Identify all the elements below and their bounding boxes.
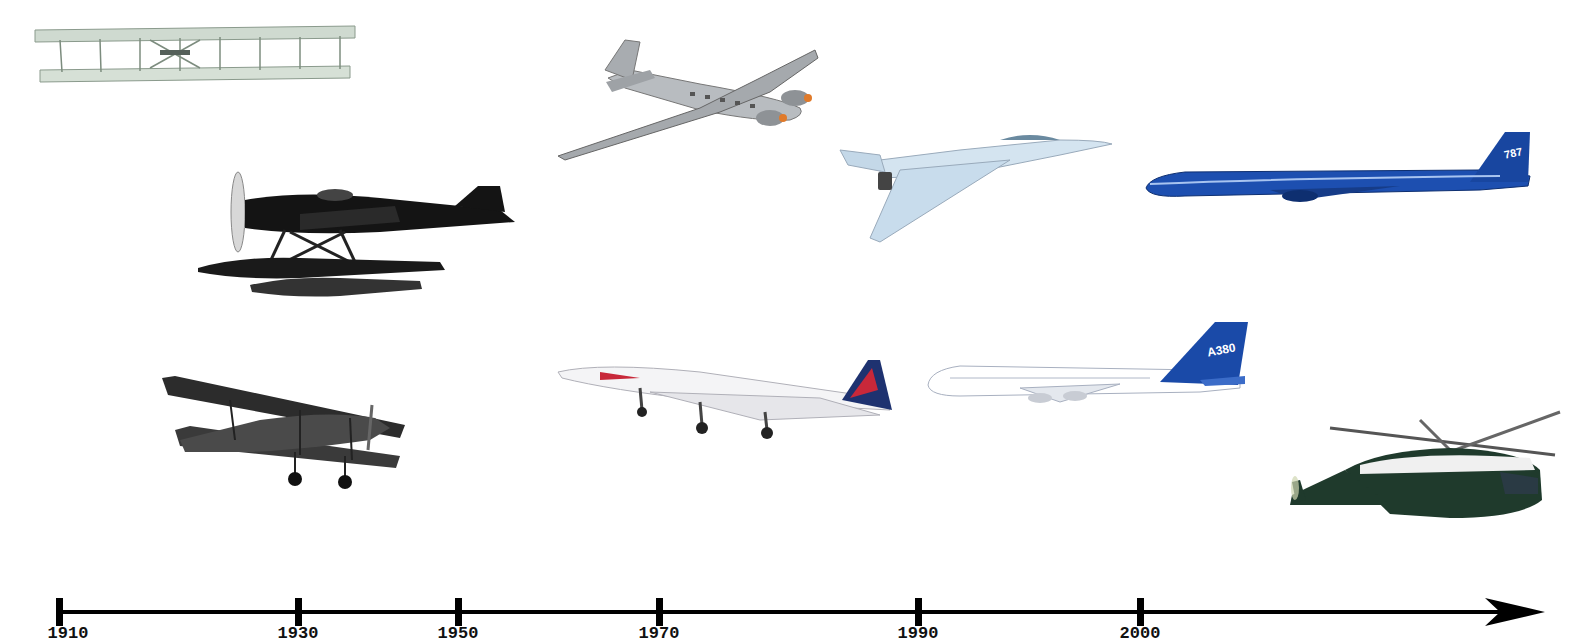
year-label: 1950	[438, 625, 479, 642]
wright-flyer	[35, 26, 355, 82]
concorde	[558, 360, 892, 439]
racing-seaplane	[198, 172, 515, 297]
year-label: 1970	[639, 625, 680, 642]
year-label: 1930	[278, 625, 319, 642]
fighter-jet	[840, 135, 1112, 242]
timeline-axis	[56, 598, 1545, 626]
a380-airliner	[928, 322, 1248, 403]
year-label: 2000	[1120, 625, 1161, 642]
biplane	[162, 376, 405, 489]
dc3-airliner	[558, 40, 818, 160]
boeing-787	[1146, 132, 1530, 202]
helicopter	[1290, 412, 1560, 518]
year-label: 1910	[48, 625, 89, 642]
year-label: 1990	[898, 625, 939, 642]
